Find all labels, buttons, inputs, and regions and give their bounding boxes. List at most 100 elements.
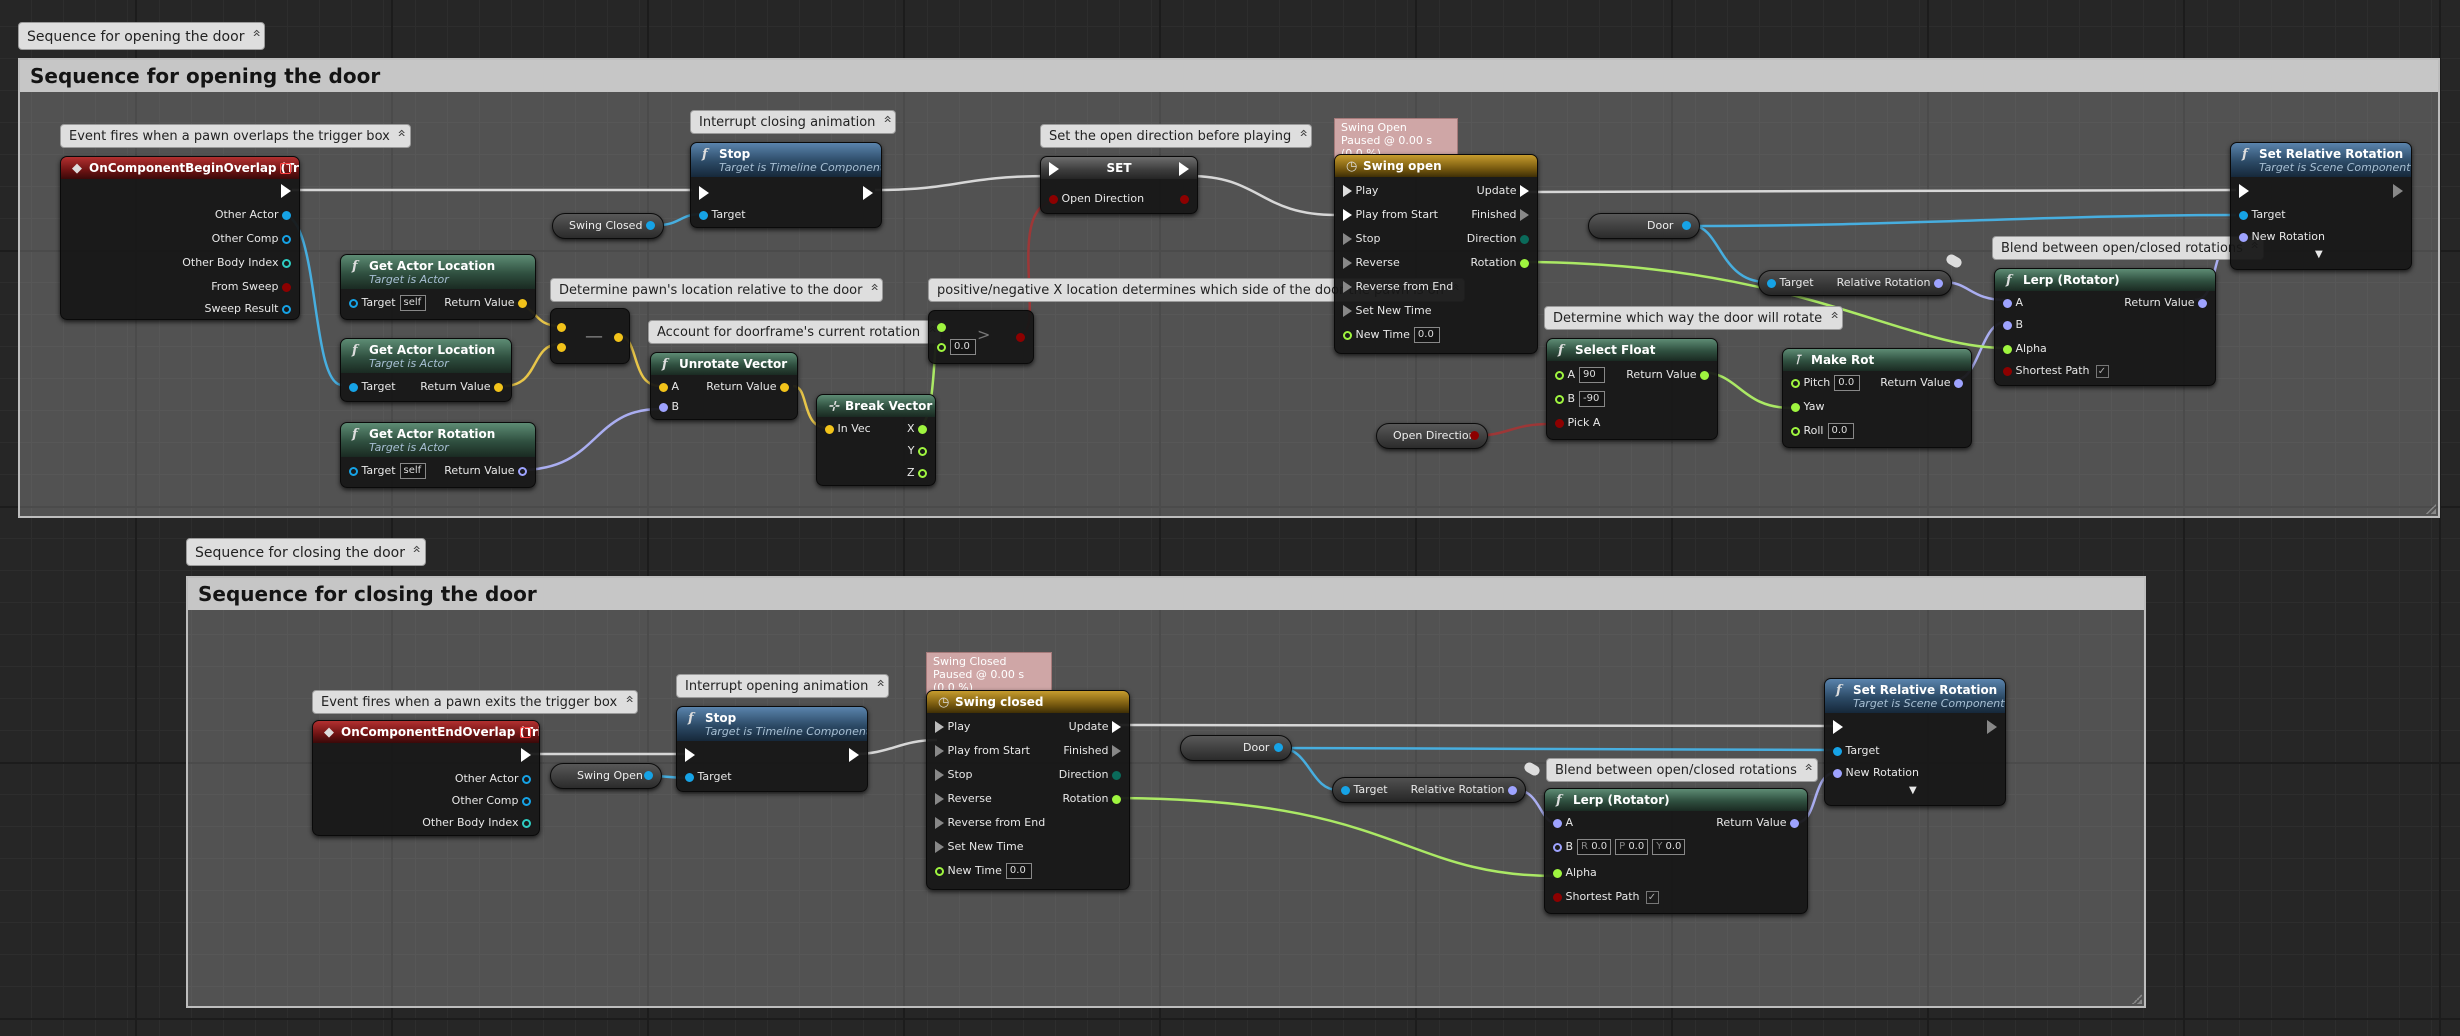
resize-handle-icon[interactable] xyxy=(2132,994,2142,1004)
pin-shortest-path[interactable]: Shortest Path✓ xyxy=(1553,887,1659,907)
b-value-input[interactable]: -90 xyxy=(1579,391,1606,407)
exec-out-pin[interactable] xyxy=(849,745,859,765)
comment-bubble-determine[interactable]: Determine pawn's location relative to th… xyxy=(550,278,884,302)
pin-target[interactable]: Target xyxy=(2239,205,2286,225)
comment-bubble-interrupt-opening[interactable]: Interrupt opening animation xyxy=(676,674,890,698)
pin-sweep-result[interactable]: Sweep Result xyxy=(205,299,291,319)
pin-pick-a[interactable]: Pick A xyxy=(1555,413,1600,433)
exec-out-pin[interactable] xyxy=(1179,159,1189,179)
pin-return-value[interactable]: Return Value xyxy=(706,377,789,397)
pin-target[interactable]: Target xyxy=(699,205,746,225)
pin-b[interactable]: B xyxy=(2003,315,2023,335)
a-value-input[interactable]: 90 xyxy=(1579,367,1606,383)
pin-y[interactable]: Y xyxy=(908,441,927,461)
pin-b[interactable] xyxy=(557,337,566,357)
shortest-path-checkbox[interactable]: ✓ xyxy=(1645,890,1659,904)
pin-return-value[interactable]: Return Value xyxy=(1880,373,1963,393)
swing-closed-variable[interactable]: Swing Closed xyxy=(552,213,664,239)
comment-bubble-blend[interactable]: Blend between open/closed rotations xyxy=(1992,236,2264,260)
pin-target[interactable]: Target xyxy=(1833,741,1880,761)
lerp-rotator-node[interactable]: f Lerp (Rotator) A Return Value B Alpha … xyxy=(1994,268,2216,386)
pin-return-value[interactable]: Return Value xyxy=(2124,293,2207,313)
pin-play[interactable]: Play xyxy=(935,717,970,737)
pin-reverse[interactable]: Reverse xyxy=(1343,253,1400,273)
closing-comment-tab[interactable]: Sequence for closing the door xyxy=(186,538,426,566)
pin-a[interactable]: A xyxy=(659,377,679,397)
pin-return-value[interactable]: Return Value xyxy=(1626,365,1709,385)
pin-finished[interactable]: Finished xyxy=(1471,205,1529,225)
pin-other-comp[interactable]: Other Comp xyxy=(452,791,531,811)
pin-open-direction[interactable]: Open Direction xyxy=(1049,189,1144,209)
pin-shortest-path[interactable]: Shortest Path✓ xyxy=(2003,361,2109,381)
pin-open-direction-out[interactable] xyxy=(1180,189,1189,209)
swing-open-variable[interactable]: Swing Open xyxy=(550,763,662,789)
pin-other-comp[interactable]: Other Comp xyxy=(212,229,291,249)
pin-a[interactable]: A xyxy=(2003,293,2023,313)
pin-rotation[interactable]: Rotation xyxy=(1470,253,1529,273)
pin-play-from-start[interactable]: Play from Start xyxy=(935,741,1030,761)
exec-in-pin[interactable] xyxy=(2239,181,2249,201)
exec-out-pin[interactable] xyxy=(281,181,291,201)
b-pitch-input[interactable]: P 0.0 xyxy=(1615,839,1649,855)
exec-out-pin[interactable] xyxy=(2393,181,2403,201)
exec-in-pin[interactable] xyxy=(685,745,695,765)
vector-subtract-node[interactable]: — xyxy=(550,308,630,364)
opening-comment-tab[interactable]: Sequence for opening the door xyxy=(18,22,266,50)
comment-bubble-set-dir[interactable]: Set the open direction before playing xyxy=(1040,124,1313,148)
set-relative-rotation-node-closing[interactable]: f Set Relative Rotation Target is Scene … xyxy=(1824,678,2006,806)
event-begin-overlap-node[interactable]: ◆ OnComponentBeginOverlap (Trigger) Othe… xyxy=(60,156,300,320)
exec-out-pin[interactable] xyxy=(863,183,873,203)
unrotate-vector-node[interactable]: f Unrotate Vector A Return Value B xyxy=(650,352,798,420)
pin-new-rotation[interactable]: New Rotation xyxy=(1833,763,1919,783)
pin-out[interactable] xyxy=(614,327,623,347)
break-vector-node[interactable]: ⊹ Break Vector In Vec X Y Z xyxy=(816,394,936,486)
set-open-direction-node[interactable]: SET Open Direction xyxy=(1040,156,1198,214)
compare-float-node[interactable]: 0.0 > xyxy=(928,310,1034,364)
pin-reverse-from-end[interactable]: Reverse from End xyxy=(935,813,1045,833)
pin-return-value[interactable]: Return Value xyxy=(420,377,503,397)
pin-rotation[interactable]: Rotation xyxy=(1062,789,1121,809)
pin-target[interactable]: Target xyxy=(1341,780,1388,800)
comment-bubble-blend-closing[interactable]: Blend between open/closed rotations xyxy=(1546,758,1818,782)
pin-set-new-time[interactable]: Set New Time xyxy=(1343,301,1431,321)
timeline-swing-open-node[interactable]: ◷ Swing open Play Play from Start Stop R… xyxy=(1334,154,1538,354)
get-relative-rotation-node[interactable]: Target Relative Rotation xyxy=(1758,270,1952,296)
pin-target[interactable]: Target xyxy=(349,377,396,397)
pin-alpha[interactable]: Alpha xyxy=(1553,863,1597,883)
pin-update[interactable]: Update xyxy=(1477,181,1529,201)
pin-b[interactable]: B xyxy=(659,397,679,417)
pin-return-value[interactable]: Return Value xyxy=(444,461,527,481)
pin-b[interactable]: 0.0 xyxy=(937,337,976,357)
pin-target[interactable]: Target xyxy=(1767,273,1814,293)
stop-timeline-node[interactable]: f Stop Target is Timeline Component Targ… xyxy=(690,142,882,228)
pin-stop[interactable]: Stop xyxy=(935,765,973,785)
pin-in-vec[interactable]: In Vec xyxy=(825,419,871,439)
pin-target[interactable]: Target xyxy=(685,767,732,787)
pin-return-value[interactable]: Return Value xyxy=(444,293,527,313)
pin-other-actor[interactable]: Other Actor xyxy=(215,205,291,225)
pin-other-body-index[interactable]: Other Body Index xyxy=(182,253,291,273)
comment-bubble-interrupt[interactable]: Interrupt closing animation xyxy=(690,110,897,134)
comment-bubble-event-end[interactable]: Event fires when a pawn exits the trigge… xyxy=(312,690,639,714)
door-variable[interactable]: Door xyxy=(1588,213,1700,239)
open-direction-variable[interactable]: Open Direction xyxy=(1376,423,1488,449)
get-actor-rotation-node[interactable]: f Get Actor Rotation Target is Actor Tar… xyxy=(340,422,536,488)
pin-yaw[interactable]: Yaw xyxy=(1791,397,1824,417)
door-variable-closing[interactable]: Door xyxy=(1180,735,1292,761)
pin-direction[interactable]: Direction xyxy=(1467,229,1529,249)
pin-out[interactable] xyxy=(1016,327,1025,347)
exec-in-pin[interactable] xyxy=(1833,717,1843,737)
shortest-path-checkbox[interactable]: ✓ xyxy=(2095,364,2109,378)
pin-set-new-time[interactable]: Set New Time xyxy=(935,837,1023,857)
pin-stop[interactable]: Stop xyxy=(1343,229,1381,249)
pin-a[interactable] xyxy=(937,317,946,337)
comment-bubble-rotate[interactable]: Determine which way the door will rotate xyxy=(1544,306,1844,330)
pin-a[interactable]: A xyxy=(1553,813,1573,833)
set-relative-rotation-node[interactable]: f Set Relative Rotation Target is Scene … xyxy=(2230,142,2412,270)
